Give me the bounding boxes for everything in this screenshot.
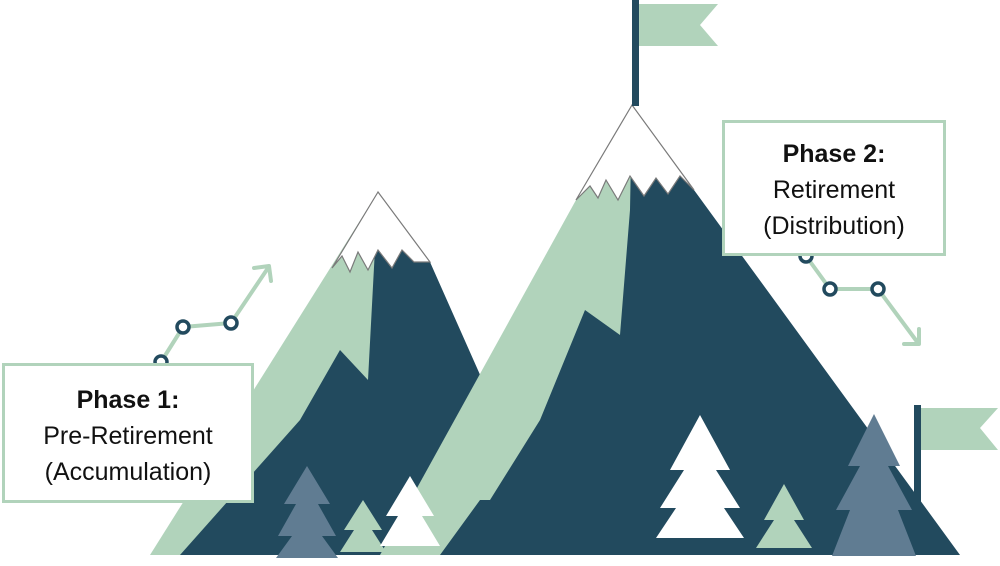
phase2-title: Phase 2: xyxy=(782,140,886,168)
left-mountain-snowcap xyxy=(331,190,432,274)
phase2-label-box: Phase 2: Retirement (Distribution) xyxy=(722,120,946,256)
tree-icon xyxy=(832,414,916,556)
trend-up-arrow-icon xyxy=(153,264,273,370)
phase1-title: Phase 1: xyxy=(76,386,180,414)
trend-down-arrow-icon xyxy=(798,248,921,346)
tree-icon xyxy=(340,500,386,552)
flag-icon xyxy=(914,405,998,505)
tree-icon xyxy=(380,476,440,546)
phase1-label-box: Phase 1: Pre-Retirement (Accumulation) xyxy=(2,363,254,503)
phase1-subtitle: Pre-Retirement xyxy=(43,422,213,450)
tree-icon xyxy=(656,415,744,538)
right-mountain xyxy=(380,103,960,555)
tree-icon xyxy=(756,484,812,548)
right-mountain-snowcap xyxy=(575,103,695,202)
phase2-subtitle: Retirement xyxy=(772,176,896,204)
right-mountain-dark-side xyxy=(440,105,960,555)
phase2-description: (Distribution) xyxy=(763,212,905,240)
flag-icon xyxy=(632,0,718,106)
tree-icon xyxy=(276,466,338,558)
phase1-description: (Accumulation) xyxy=(44,458,212,486)
